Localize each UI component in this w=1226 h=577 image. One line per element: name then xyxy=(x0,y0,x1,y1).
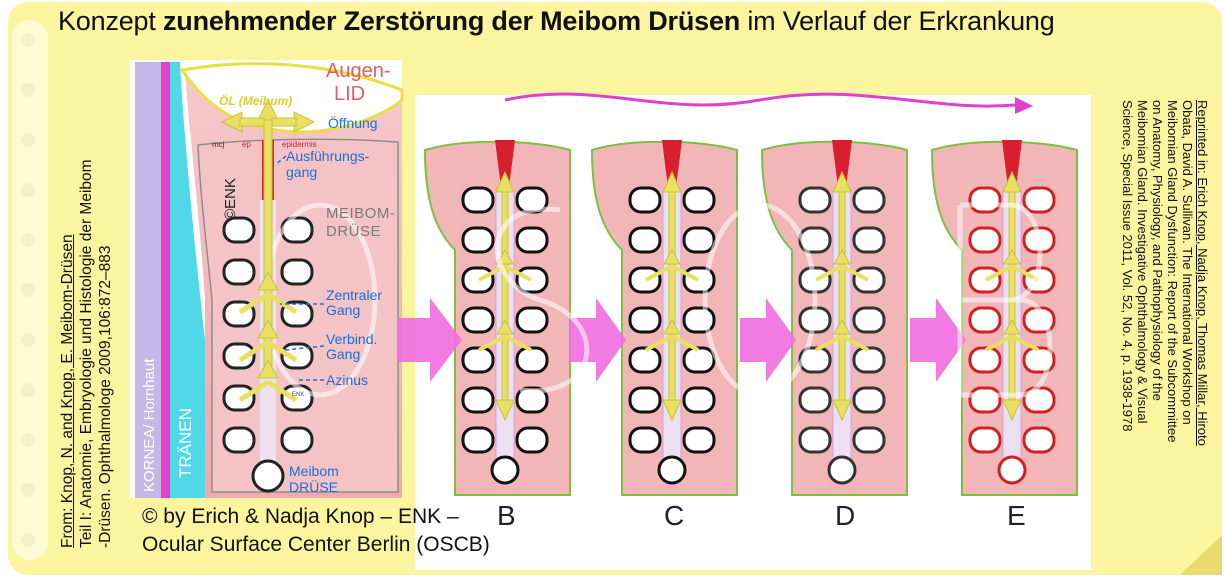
cornea-band xyxy=(135,62,161,498)
acinus-a-right xyxy=(280,342,314,370)
acinus-left xyxy=(968,186,1002,214)
acinus-right xyxy=(515,306,549,334)
acinus-right xyxy=(682,186,716,214)
label-meibom-druese: MEIBOM-DRÜSE xyxy=(326,205,396,240)
acinus-a-right xyxy=(280,258,314,286)
progress-arrow xyxy=(504,92,1016,108)
acinus-right xyxy=(852,266,886,294)
page-title: Konzept zunehmender Zerstörung der Meibo… xyxy=(58,6,1055,36)
acinus-right xyxy=(515,266,549,294)
acinus-right xyxy=(515,386,549,414)
acinus-right xyxy=(852,346,886,374)
acinus-a-left xyxy=(222,426,256,454)
acinus-right xyxy=(852,186,886,214)
panel-letter-e: E xyxy=(1007,500,1026,531)
label-ep: ep xyxy=(242,140,251,149)
panel-letter-b: B xyxy=(497,500,516,531)
acinus-right xyxy=(852,426,886,454)
acinus-left xyxy=(461,226,495,254)
label-mcj: mcj xyxy=(212,140,225,149)
flow-arrow xyxy=(815,170,869,422)
acinus-right xyxy=(852,386,886,414)
acinus-a-left xyxy=(222,216,256,244)
acinus-right xyxy=(1022,186,1056,214)
acinus-left xyxy=(461,266,495,294)
label-ausfuehrungsgang: Ausführungs-gang xyxy=(286,148,370,180)
flow-arrows-a xyxy=(220,98,316,403)
paper-curl xyxy=(12,20,48,560)
acinus-left xyxy=(968,226,1002,254)
acinus-right xyxy=(682,226,716,254)
acinus-left xyxy=(628,426,662,454)
acinus-left xyxy=(628,266,662,294)
acinus-a-right xyxy=(280,426,314,454)
label-enk-small: ENK xyxy=(292,392,305,398)
acinus-left xyxy=(968,386,1002,414)
acinus-left xyxy=(461,306,495,334)
flow-arrow xyxy=(645,170,699,422)
acinus-right xyxy=(852,306,886,334)
panel-c xyxy=(590,140,738,496)
label-oel: ÖL (Meibum) xyxy=(219,94,293,108)
acinus-right xyxy=(515,426,549,454)
acinus-left xyxy=(461,386,495,414)
acinus-a-left xyxy=(222,258,256,286)
acinus-left xyxy=(798,386,832,414)
tear-film xyxy=(170,62,205,498)
acinus-left xyxy=(461,426,495,454)
acinus-right xyxy=(682,426,716,454)
acinus-left xyxy=(628,346,662,374)
label-pointers xyxy=(274,155,325,381)
acinus-right xyxy=(852,226,886,254)
paper-fold xyxy=(1180,535,1222,575)
label-oeffnung: Öffnung xyxy=(328,115,378,131)
label-epidermis: epidermis xyxy=(282,140,317,149)
from-citation: From: Knop, N. and Knop, E. Meibom-Drüse… xyxy=(59,159,114,548)
acinus-left xyxy=(798,426,832,454)
acinus-right xyxy=(682,346,716,374)
acinus-left xyxy=(461,186,495,214)
panel-letter-c: C xyxy=(664,500,685,531)
acinus-left xyxy=(968,426,1002,454)
copyright: © by Erich & Nadja Knop – ENK – Ocular S… xyxy=(142,505,490,556)
acinus-right xyxy=(515,346,549,374)
panel-b xyxy=(423,140,571,496)
label-verbind-gang: Verbind.Gang xyxy=(326,331,378,362)
reprint-citation: Reprinted in: Erich Knop, Nadja Knop, Th… xyxy=(1120,100,1210,446)
acinus-left xyxy=(968,346,1002,374)
acinus-left xyxy=(968,266,1002,294)
acinus-left xyxy=(968,306,1002,334)
label-kornea: KORNEA/ Hornhaut xyxy=(141,358,158,492)
acinus-left xyxy=(798,186,832,214)
acinus-left xyxy=(628,386,662,414)
acinus-left xyxy=(628,226,662,254)
label-azinus: Azinus xyxy=(326,372,369,388)
acinus-left xyxy=(461,346,495,374)
acinus-a-left xyxy=(222,342,256,370)
acinus-right xyxy=(515,226,549,254)
acinus-left xyxy=(628,186,662,214)
label-augenlid: Augen-LID xyxy=(326,60,391,105)
label-enk: ©ENK xyxy=(222,178,239,220)
acinus-right xyxy=(682,386,716,414)
label-traenen: TRÄNEN xyxy=(176,408,195,478)
acinus-right xyxy=(1022,426,1056,454)
acinus-left xyxy=(628,306,662,334)
panel-letter-d: D xyxy=(835,500,856,531)
